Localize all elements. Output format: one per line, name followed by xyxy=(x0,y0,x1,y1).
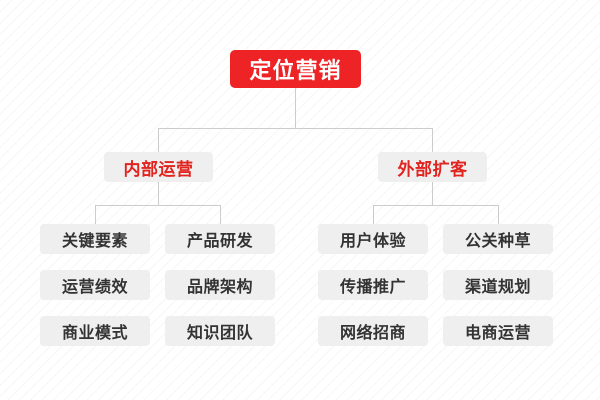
connector-leaf-col2-drop xyxy=(220,205,221,224)
node-leaf-channel-planning[interactable]: 渠道规划 xyxy=(443,270,553,300)
node-root[interactable]: 定位营销 xyxy=(230,50,361,88)
connector-branch-left-drop xyxy=(158,128,159,152)
node-leaf-business-model[interactable]: 商业模式 xyxy=(40,316,150,346)
node-leaf-brand-architecture[interactable]: 品牌架构 xyxy=(165,270,275,300)
node-leaf-pr-seeding[interactable]: 公关种草 xyxy=(443,224,553,254)
connector-leaf-col1-drop xyxy=(95,205,96,224)
node-leaf-communication-promotion[interactable]: 传播推广 xyxy=(318,270,428,300)
node-branch-external-expansion[interactable]: 外部扩客 xyxy=(378,152,487,182)
node-leaf-ecommerce-operations[interactable]: 电商运营 xyxy=(443,316,553,346)
connector-leaf-col4-drop xyxy=(498,205,499,224)
node-leaf-knowledge-team[interactable]: 知识团队 xyxy=(165,316,275,346)
node-leaf-key-elements[interactable]: 关键要素 xyxy=(40,224,150,254)
connector-branch-left-stem xyxy=(158,182,159,205)
node-leaf-operating-performance[interactable]: 运营绩效 xyxy=(40,270,150,300)
connector-leaf-col3-drop xyxy=(373,205,374,224)
connector-root-stem xyxy=(295,88,296,128)
connector-branch-right-drop xyxy=(432,128,433,152)
connector-branch-left-spreader xyxy=(95,205,220,206)
node-leaf-online-investment[interactable]: 网络招商 xyxy=(318,316,428,346)
node-leaf-user-experience[interactable]: 用户体验 xyxy=(318,224,428,254)
node-branch-internal-operations[interactable]: 内部运营 xyxy=(104,152,213,182)
node-leaf-product-rnd[interactable]: 产品研发 xyxy=(165,224,275,254)
connector-branch-right-stem xyxy=(432,182,433,205)
connector-branch-right-spreader xyxy=(373,205,498,206)
connector-root-spreader xyxy=(158,128,433,129)
